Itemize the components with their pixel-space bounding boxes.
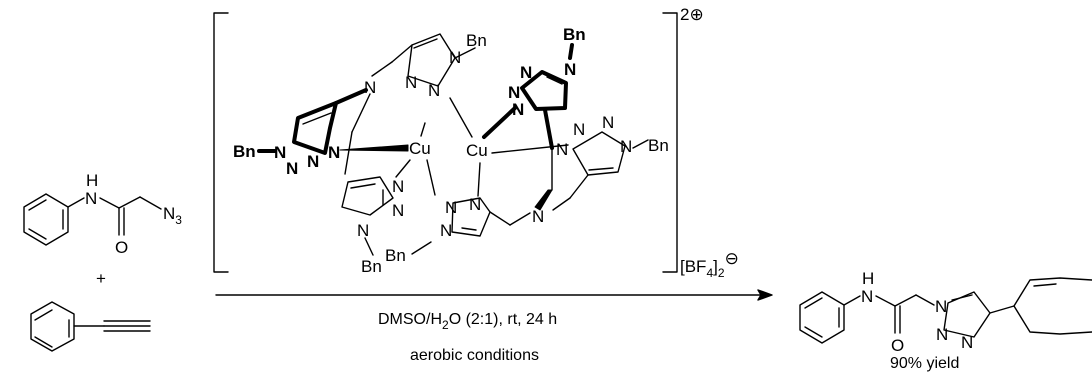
- product-carbonyl-oxygen: O: [891, 336, 904, 355]
- svg-text:N: N: [405, 73, 417, 92]
- svg-text:N: N: [935, 297, 947, 316]
- svg-text:N: N: [286, 159, 298, 178]
- svg-text:N: N: [445, 198, 457, 217]
- copper-1: Cu: [409, 139, 431, 158]
- aerobic-conditions: aerobic conditions: [410, 347, 539, 364]
- svg-text:Bn: Bn: [361, 257, 382, 276]
- svg-text:N: N: [512, 100, 524, 119]
- svg-text:N: N: [961, 333, 973, 352]
- plus-sign: +: [96, 269, 106, 288]
- reaction-arrow: [215, 289, 773, 301]
- svg-text:N: N: [573, 120, 585, 139]
- copper-2: Cu: [466, 141, 488, 160]
- catalyst-charge: 2⊕: [680, 5, 704, 24]
- svg-text:N: N: [392, 201, 404, 220]
- dicopper-catalyst-structure: Bn N N N N Bn N N N N Cu N N N Bn: [233, 25, 669, 276]
- product-nh-hydrogen: H: [862, 269, 874, 288]
- reagent-amide-nitrogen: N: [85, 189, 97, 208]
- svg-text:N: N: [364, 78, 376, 97]
- svg-text:N: N: [564, 60, 576, 79]
- reagent-nh-hydrogen: H: [86, 171, 98, 190]
- svg-text:N: N: [508, 83, 520, 102]
- svg-text:N: N: [620, 137, 632, 156]
- svg-text:N: N: [357, 221, 369, 240]
- svg-text:N: N: [556, 140, 568, 159]
- azidoacetamide-structure: H N O N3 +: [23, 171, 182, 288]
- svg-text:N: N: [469, 195, 481, 214]
- svg-text:N: N: [307, 152, 319, 171]
- triazole-product-structure: H N O N N N 90% yield: [799, 269, 1092, 372]
- svg-text:N: N: [449, 48, 461, 67]
- svg-text:Bn: Bn: [466, 31, 487, 50]
- svg-text:N: N: [392, 177, 404, 196]
- svg-text:Bn: Bn: [233, 142, 256, 161]
- svg-text:N: N: [520, 63, 532, 82]
- svg-text:N: N: [328, 143, 340, 162]
- svg-text:Bn: Bn: [648, 136, 669, 155]
- catalyst-brackets: 2⊕ [BF4]2⊖: [213, 5, 739, 280]
- svg-text:Bn: Bn: [385, 246, 406, 265]
- svg-text:Bn: Bn: [563, 25, 586, 44]
- svg-text:N: N: [428, 81, 440, 100]
- svg-text:N: N: [532, 207, 544, 226]
- svg-text:N: N: [274, 143, 286, 162]
- svg-text:N: N: [440, 221, 452, 240]
- product-yield: 90% yield: [890, 355, 959, 372]
- reagent-carbonyl-oxygen: O: [115, 238, 128, 257]
- counterion-label: [BF4]2⊖: [680, 249, 739, 280]
- svg-text:N: N: [936, 325, 948, 344]
- product-amide-nitrogen: N: [861, 287, 873, 306]
- reagent-azide-label: N3: [163, 204, 182, 227]
- svg-text:N: N: [602, 113, 614, 132]
- phenylacetylene-structure: [30, 301, 151, 352]
- solvent-conditions: DMSO/H2O (2:1), rt, 24 h: [378, 311, 557, 332]
